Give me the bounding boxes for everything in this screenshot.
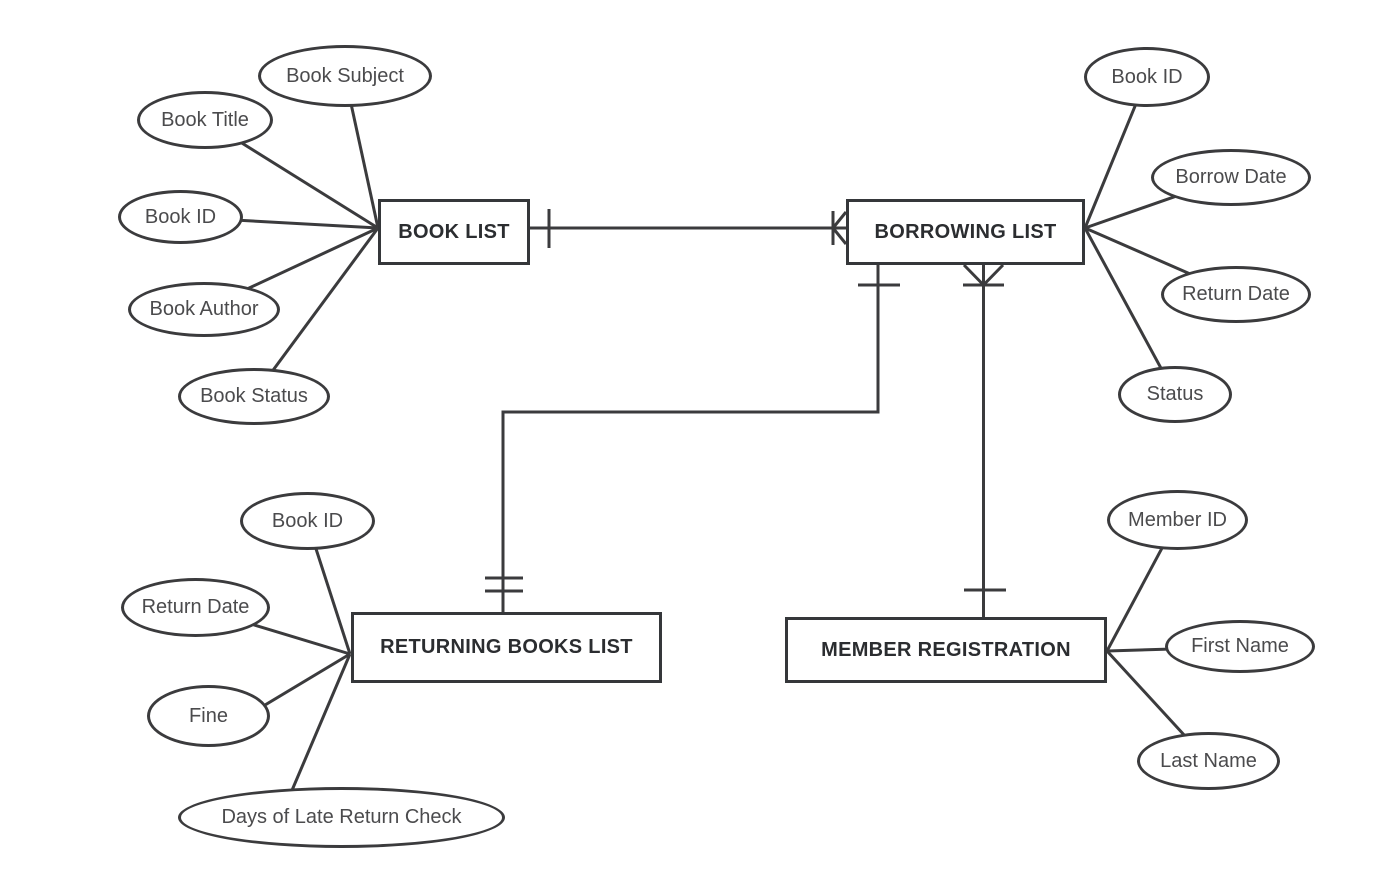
attribute-book-author: Book Author <box>128 282 280 337</box>
attribute-last-name: Last Name <box>1137 732 1280 790</box>
entity-label: RETURNING BOOKS LIST <box>380 636 633 658</box>
attribute-label: First Name <box>1191 635 1289 657</box>
entity-label: MEMBER REGISTRATION <box>821 638 1071 661</box>
attribute-book-id-returning: Book ID <box>240 492 375 550</box>
attribute-return-date-returning: Return Date <box>121 578 270 637</box>
attribute-connector-line <box>288 653 352 796</box>
attribute-connectors-returning-books-list <box>194 520 352 796</box>
attribute-label: Book Author <box>149 298 259 320</box>
attribute-label: Book Title <box>161 108 249 131</box>
attribute-book-id: Book ID <box>118 190 243 244</box>
attribute-member-id: Member ID <box>1107 490 1248 550</box>
attribute-connectors-borrowing-list <box>1083 76 1237 395</box>
cardinality-crow-foot-many-icon <box>962 263 1005 287</box>
relationship-borrowinglist-returningbookslist <box>485 265 900 612</box>
attribute-label: Book ID <box>144 205 217 228</box>
attribute-fine: Fine <box>147 685 270 747</box>
entity-returning-books-list: RETURNING BOOKS LIST <box>351 612 662 683</box>
attribute-label: Book ID <box>271 509 344 532</box>
entity-book-list: BOOK LIST <box>378 199 530 265</box>
entity-member-registration: MEMBER REGISTRATION <box>785 617 1107 683</box>
attribute-label: Return Date <box>141 596 250 618</box>
attribute-book-subject: Book Subject <box>258 45 432 107</box>
attribute-connector-line <box>252 227 380 397</box>
attribute-status: Status <box>1118 366 1232 423</box>
attribute-label: Member ID <box>1128 508 1227 531</box>
relationship-line <box>501 265 880 612</box>
attribute-book-status: Book Status <box>178 368 330 425</box>
attribute-label: Last Name <box>1160 749 1257 772</box>
attribute-label: Status <box>1146 383 1204 405</box>
attribute-label: Fine <box>189 704 228 727</box>
attribute-book-id-borrowing: Book ID <box>1084 47 1210 107</box>
cardinality-crow-foot-many-icon <box>831 211 848 245</box>
attribute-borrow-date: Borrow Date <box>1151 149 1311 206</box>
entity-borrowing-list: BORROWING LIST <box>846 199 1085 265</box>
attribute-book-title: Book Title <box>137 91 273 149</box>
entity-label: BORROWING LIST <box>874 220 1057 243</box>
relationship-borrowinglist-memberregistration <box>962 263 1006 617</box>
attribute-days-of-late-return-check: Days of Late Return Check <box>178 787 505 848</box>
attribute-label: Book Status <box>200 385 308 407</box>
attribute-label: Return Date <box>1182 283 1290 305</box>
attribute-first-name: First Name <box>1165 620 1315 673</box>
attribute-label: Book ID <box>1111 65 1183 88</box>
attribute-label: Days of Late Return Check <box>221 806 462 828</box>
attribute-label: Borrow Date <box>1175 166 1287 188</box>
entity-label: BOOK LIST <box>398 220 510 243</box>
attribute-return-date-borrowing: Return Date <box>1161 266 1311 323</box>
relationship-booklist-borrowinglist <box>530 209 848 248</box>
attribute-label: Book Subject <box>286 64 404 87</box>
cardinality-double-bar-icon <box>485 576 523 593</box>
attribute-connector-line <box>249 652 351 716</box>
